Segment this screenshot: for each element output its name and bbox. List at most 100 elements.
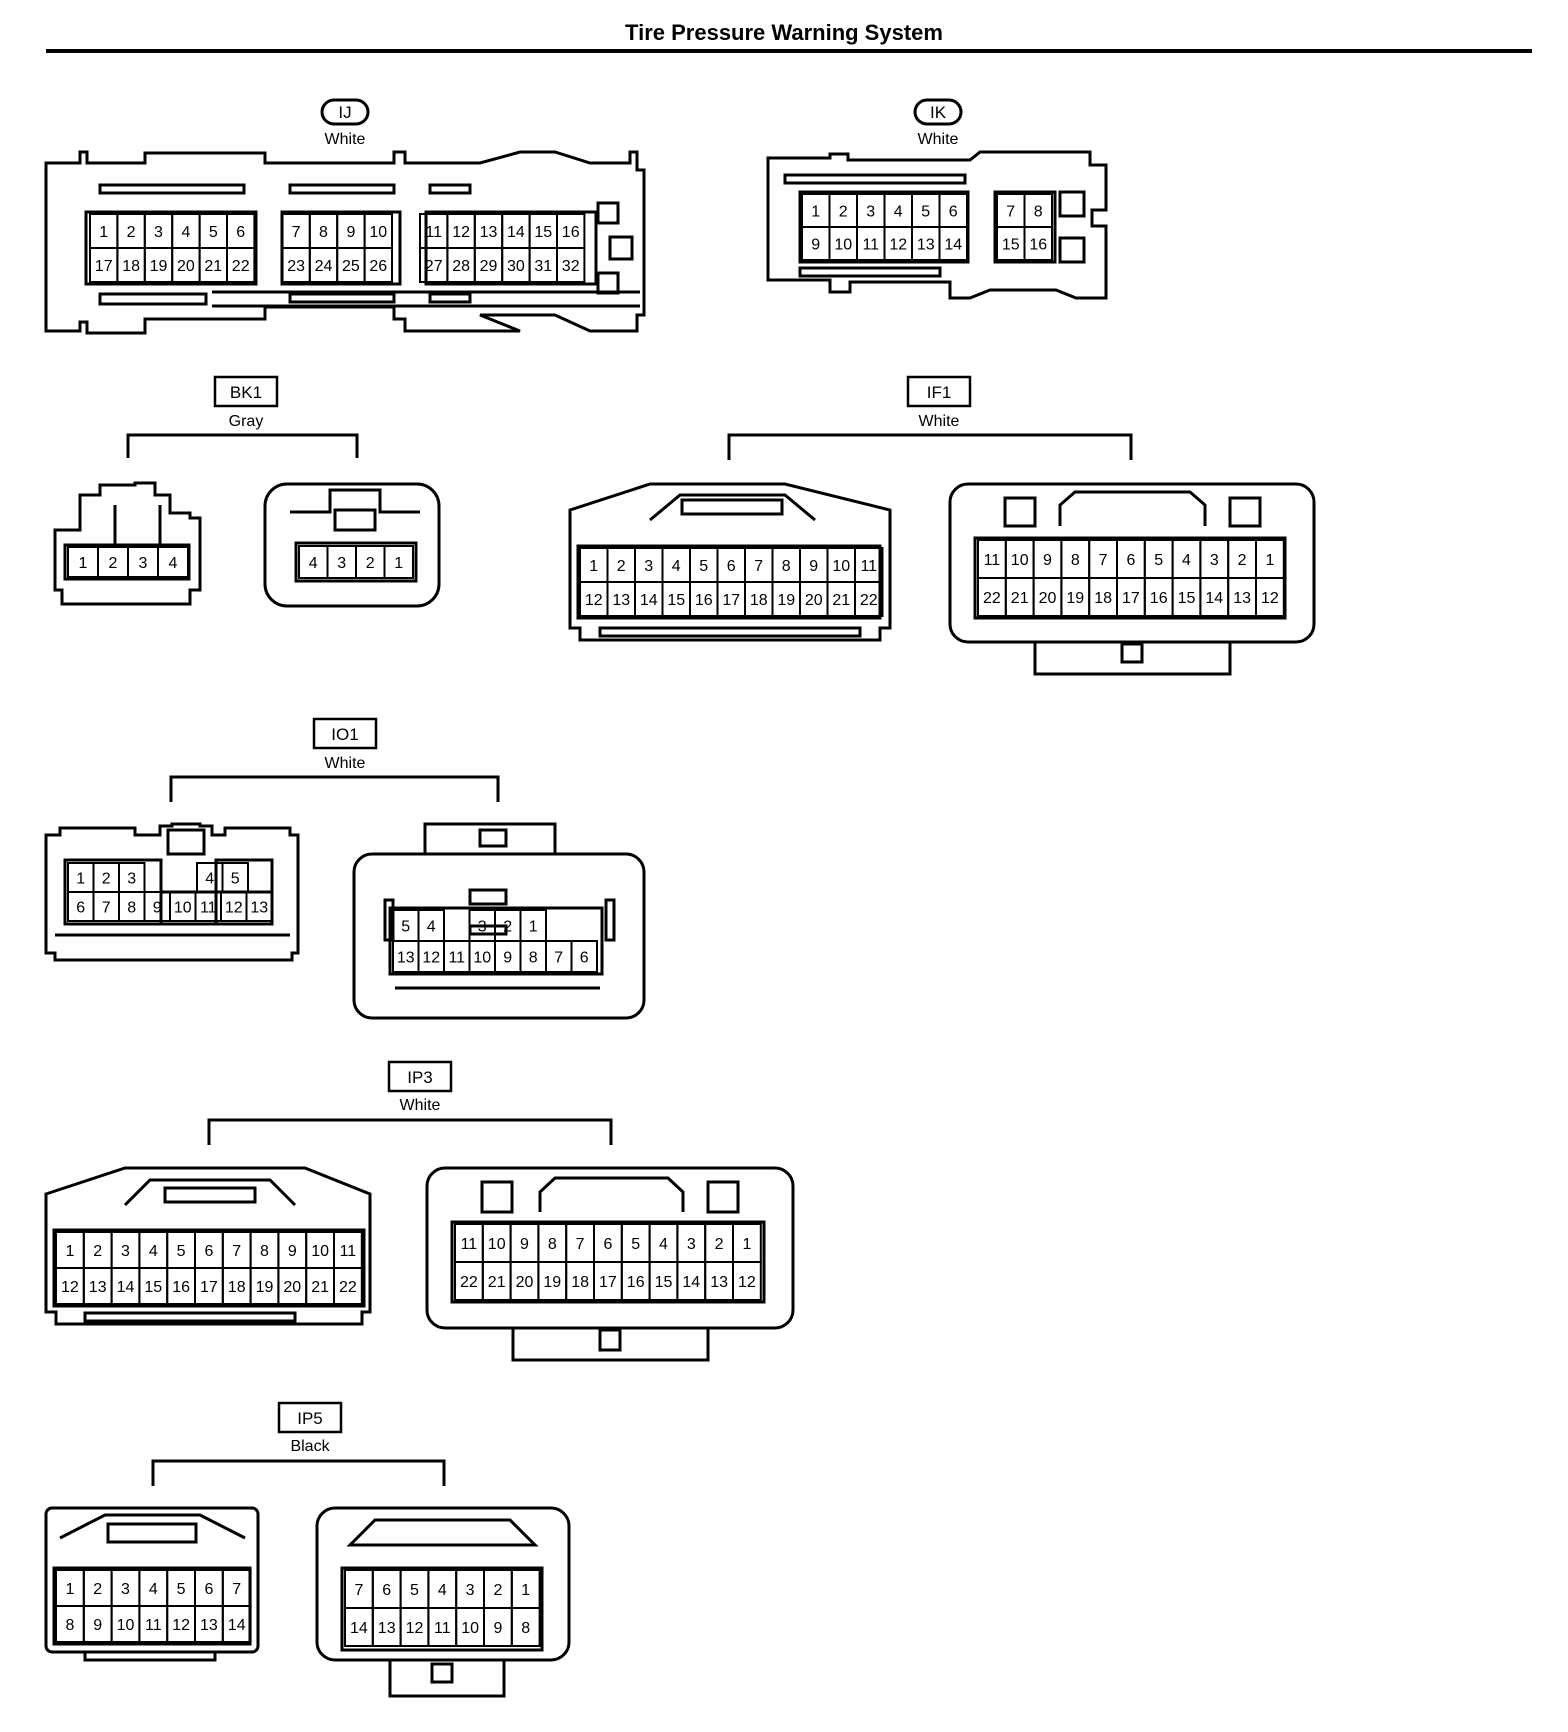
- pin-number: 20: [805, 592, 823, 609]
- pin-number: 1: [1265, 552, 1274, 569]
- pin-number: 4: [149, 1243, 158, 1260]
- pin-number: 12: [406, 1620, 424, 1637]
- pin-number: 7: [292, 224, 301, 241]
- pin-number: 15: [655, 1274, 673, 1291]
- connector-IP5-label-frame: [277, 1401, 343, 1434]
- pin-number: 4: [169, 555, 178, 572]
- pin-number: 17: [1122, 590, 1140, 607]
- pin-number: 13: [1233, 590, 1251, 607]
- pin-number: 9: [503, 949, 512, 966]
- pin-number: 32: [562, 258, 580, 275]
- connector-IF1-bracket: [727, 433, 1133, 460]
- pin-number: 26: [369, 258, 387, 275]
- pin-number: 21: [204, 258, 222, 275]
- connector-BK1-label-frame: [213, 375, 279, 408]
- pin-number: 7: [232, 1243, 241, 1260]
- pin-number: 19: [777, 592, 795, 609]
- pin-number: 5: [1154, 552, 1163, 569]
- connector-IP3-label-frame: [387, 1060, 453, 1093]
- pin-cell: [221, 1605, 252, 1643]
- pin-number: 22: [339, 1279, 357, 1296]
- pin-number: 18: [1094, 590, 1112, 607]
- pin-number: 3: [139, 555, 148, 572]
- pin-number: 13: [89, 1279, 107, 1296]
- pin-number: 10: [461, 1620, 479, 1637]
- pin-number: 1: [65, 1581, 74, 1598]
- pin-cell: [226, 247, 256, 283]
- pin-number: 12: [172, 1617, 190, 1634]
- pin-number: 5: [631, 1236, 640, 1253]
- pin-number: 14: [117, 1279, 135, 1296]
- pin-number: 10: [488, 1236, 506, 1253]
- pin-number: 15: [1178, 590, 1196, 607]
- connector-IP3-male-housing: [425, 1166, 795, 1362]
- pin-number: 9: [153, 899, 162, 916]
- pin-number: 9: [346, 224, 355, 241]
- pin-number: 8: [548, 1236, 557, 1253]
- connector-IK-label-frame: [913, 98, 963, 126]
- pin-number: 21: [1011, 590, 1029, 607]
- pin-number: 1: [99, 224, 108, 241]
- pin-number: 16: [695, 592, 713, 609]
- pin-number: 4: [309, 555, 318, 572]
- pin-number: 12: [452, 224, 470, 241]
- pin-number: 4: [438, 1582, 447, 1599]
- pin-number: 18: [571, 1274, 589, 1291]
- pin-number: 1: [79, 555, 88, 572]
- connector-IP5-color: Black: [290, 1438, 330, 1455]
- pin-number: 2: [93, 1581, 102, 1598]
- pin-number: 10: [834, 236, 852, 253]
- pin-number: 20: [516, 1274, 534, 1291]
- connector-IK-housing: [766, 150, 1108, 300]
- pin-number: 31: [534, 258, 552, 275]
- pin-number: 3: [644, 558, 653, 575]
- pin-number: 16: [1029, 236, 1047, 253]
- connector-IO1-label-frame: [312, 717, 378, 750]
- connector-IO1-male-housing: [352, 822, 646, 1020]
- pin-number: 12: [1261, 590, 1279, 607]
- pin-number: 8: [127, 899, 136, 916]
- connector-BK1-male-housing: [263, 482, 441, 608]
- pin-number: 15: [667, 592, 685, 609]
- pin-number: 7: [232, 1581, 241, 1598]
- pin-number: 8: [1034, 203, 1043, 220]
- pin-number: 5: [177, 1581, 186, 1598]
- pin-number: 17: [200, 1279, 218, 1296]
- pin-number: 7: [1099, 552, 1108, 569]
- pin-cell: [556, 247, 586, 283]
- pin-number: 11: [860, 558, 877, 575]
- pin-number: 8: [65, 1617, 74, 1634]
- pin-number: 14: [944, 236, 962, 253]
- pin-number: 7: [1006, 203, 1015, 220]
- pin-number: 2: [715, 1236, 724, 1253]
- connector-IP3-bracket: [207, 1118, 613, 1145]
- pin-number: 9: [811, 236, 820, 253]
- pin-number: 2: [503, 918, 512, 935]
- pin-number: 24: [315, 258, 333, 275]
- pin-number: 13: [378, 1620, 396, 1637]
- pin-number: 13: [200, 1617, 218, 1634]
- pin-number: 7: [576, 1236, 585, 1253]
- pin-cell: [157, 546, 189, 578]
- pin-number: 6: [236, 224, 245, 241]
- pin-number: 2: [127, 224, 136, 241]
- pin-number: 19: [150, 258, 168, 275]
- pin-number: 11: [200, 899, 217, 916]
- pin-number: 18: [122, 258, 140, 275]
- pin-number: 3: [127, 870, 136, 887]
- pin-number: 28: [452, 258, 470, 275]
- pin-number: 10: [174, 899, 192, 916]
- pin-number: 12: [225, 899, 243, 916]
- pin-number: 1: [76, 870, 85, 887]
- pin-number: 6: [76, 899, 85, 916]
- pin-number: 12: [889, 236, 907, 253]
